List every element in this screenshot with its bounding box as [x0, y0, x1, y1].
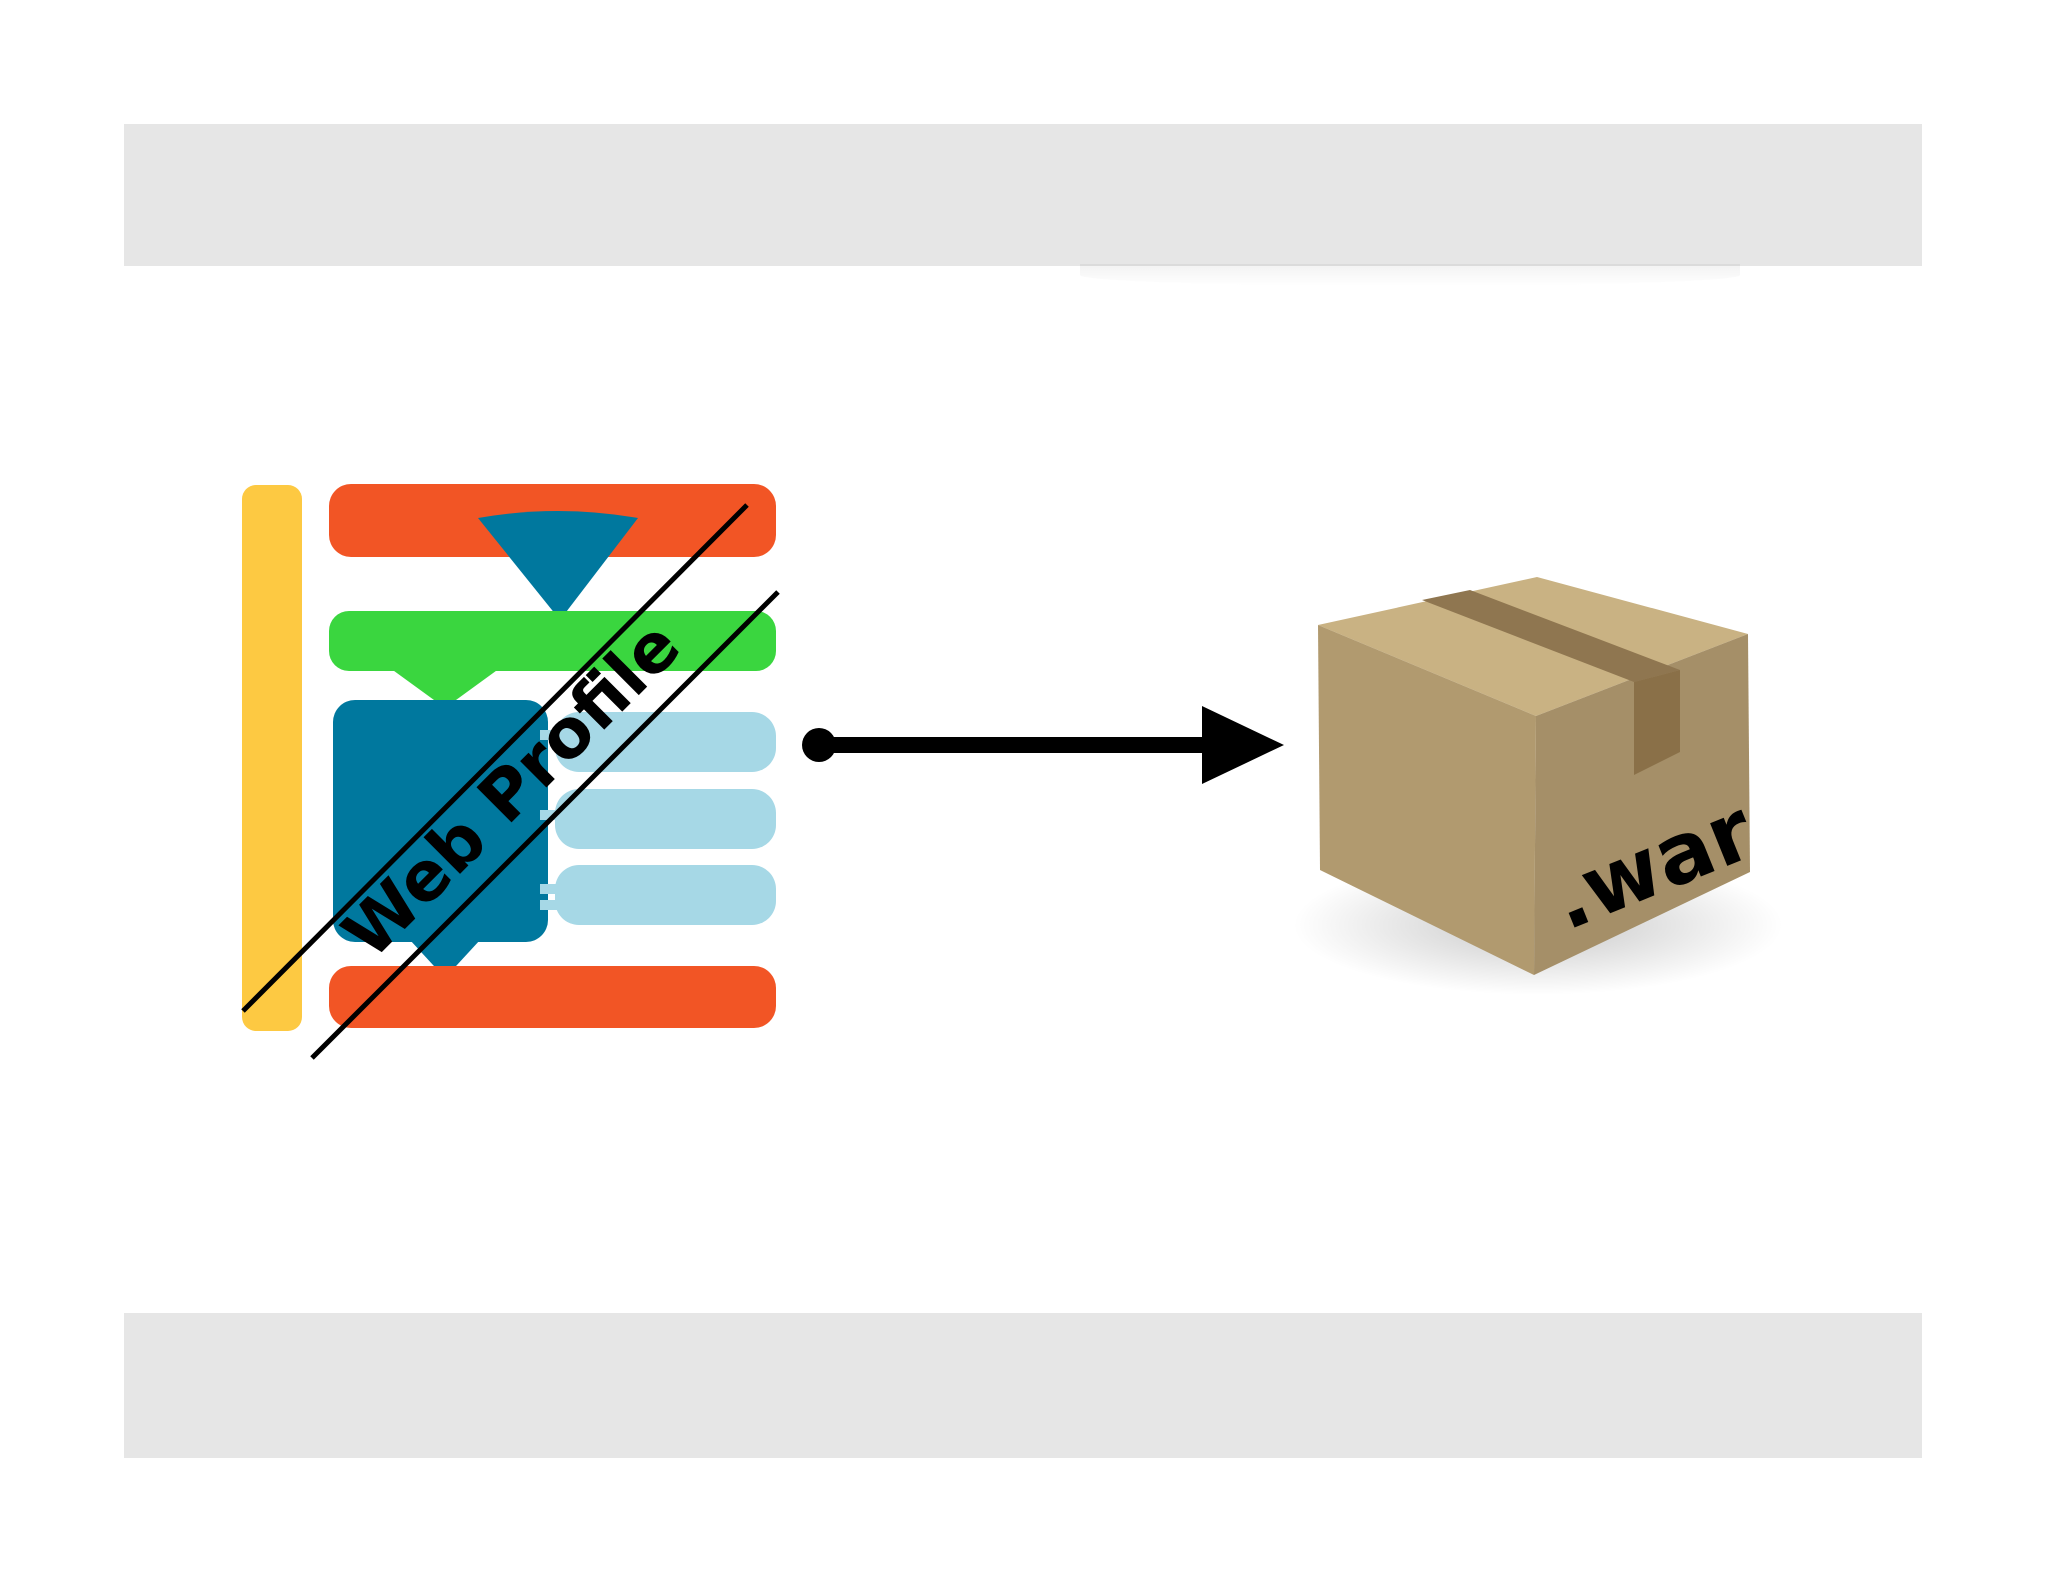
bottom-banner	[124, 1313, 1922, 1458]
war-package: .war	[1293, 577, 1783, 995]
logo-blue-point	[410, 940, 480, 978]
logo-connector	[540, 810, 562, 820]
arrow-connector	[802, 706, 1284, 784]
logo-top-triangle	[478, 511, 638, 620]
top-banner	[124, 124, 1922, 266]
logo-bottom-orange-bar	[329, 966, 776, 1028]
logo-light-bar-2	[555, 789, 776, 849]
logo-connector	[540, 884, 562, 894]
box-left-face	[1318, 625, 1536, 975]
arrow-shaft	[819, 737, 1209, 753]
box-tape-side	[1634, 670, 1680, 775]
logo-yellow-bar	[242, 485, 302, 1031]
box-right-face	[1534, 634, 1750, 975]
logo-light-bar-3	[555, 865, 776, 925]
banner-shadow	[1080, 264, 1740, 286]
logo-strike-line-upper	[241, 503, 749, 1013]
web-profile-logo: Web Profile	[241, 484, 780, 1060]
logo-connector	[540, 730, 562, 740]
logo-connector	[540, 900, 562, 910]
logo-green-point	[390, 668, 500, 708]
box-top-face	[1318, 577, 1748, 716]
arrow-head	[1202, 706, 1284, 784]
logo-green-bar	[329, 611, 776, 671]
logo-strike-line-lower	[310, 590, 780, 1060]
box-tape-top	[1422, 590, 1680, 682]
